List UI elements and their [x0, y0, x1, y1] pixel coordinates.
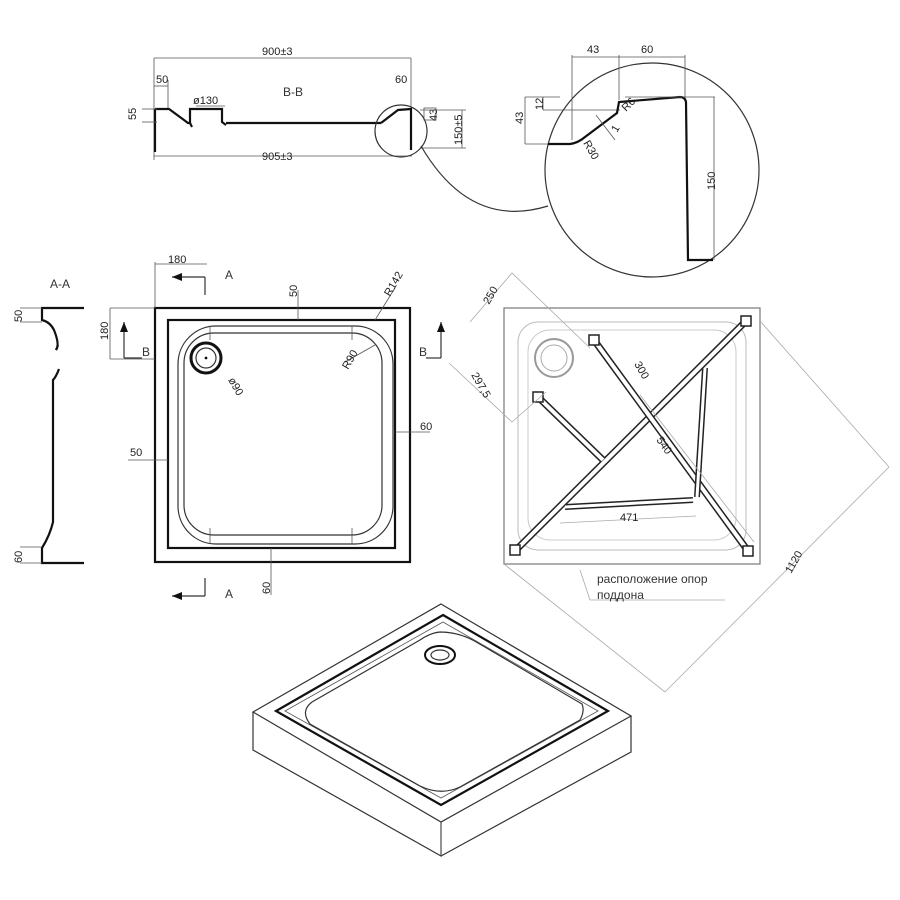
drain-icon [424, 645, 456, 665]
plan-r90: R90 [340, 348, 360, 371]
drain-icon [189, 341, 223, 375]
detail-dim-12: 12 [534, 98, 546, 110]
detail-dim-43-v: 43 [514, 112, 526, 124]
plan-dim-60-right: 60 [420, 421, 432, 433]
section-a-marker-top: A [225, 268, 233, 282]
section-b-marker-right: B [419, 345, 427, 359]
dim-60-rim: 60 [395, 74, 407, 86]
detail-dim-1: 1 [609, 123, 622, 134]
detail-r30: R30 [580, 139, 600, 162]
dim-55: 55 [127, 108, 139, 120]
section-aa-title: A-A [50, 277, 70, 291]
supports-note-line1: расположение опор [597, 572, 708, 586]
section-bb: 900±3 905±3 50 60 B-B ø130 55 43 150±5 [127, 46, 549, 212]
plan-dim-50-top: 50 [288, 285, 300, 297]
support-dim-297: 297,5 [468, 371, 492, 401]
section-a-marker-bottom: A [225, 587, 233, 601]
supports-view: 250 297,5 300 540 471 1120 расположение … [448, 272, 890, 693]
aa-dim-50: 50 [13, 310, 25, 322]
isometric-view [251, 603, 633, 858]
plan-view: ø90 180 A 180 B B 50 R142 R90 50 60 60 [99, 254, 445, 601]
dim-150-tol: 150±5 [453, 114, 465, 145]
drain-icon [534, 338, 574, 378]
plan-dim-180-v: 180 [99, 322, 111, 340]
support-dim-540: 540 [654, 435, 674, 457]
dim-50-rim: 50 [156, 74, 168, 86]
aa-dim-60: 60 [13, 551, 25, 563]
section-bb-title: B-B [283, 85, 303, 99]
dim-900: 900±3 [262, 46, 293, 58]
support-dim-471: 471 [620, 512, 638, 524]
plan-dim-50-left: 50 [130, 447, 142, 459]
plan-dim-60-bottom: 60 [261, 582, 273, 594]
plan-dim-180-h: 180 [168, 254, 186, 266]
plan-dim-90: ø90 [225, 376, 245, 398]
detail-r6: R6 [620, 96, 638, 114]
detail-dim-43: 43 [587, 44, 599, 56]
detail-dim-150: 150 [706, 172, 718, 190]
dim-905: 905±3 [262, 151, 293, 163]
detail-dim-60: 60 [641, 44, 653, 56]
dim-43-small: 43 [428, 109, 440, 121]
dim-130: ø130 [193, 95, 218, 107]
section-b-marker-left: B [142, 345, 150, 359]
detail-view: 43 60 12 43 150 R6 R30 1 [514, 44, 760, 278]
supports-note-line2: поддона [597, 588, 644, 602]
support-dim-250: 250 [481, 285, 501, 307]
section-aa: A-A 50 60 [13, 277, 84, 565]
support-dim-1120: 1120 [783, 549, 805, 575]
support-dim-300: 300 [631, 360, 651, 382]
plan-r142: R142 [382, 270, 406, 299]
